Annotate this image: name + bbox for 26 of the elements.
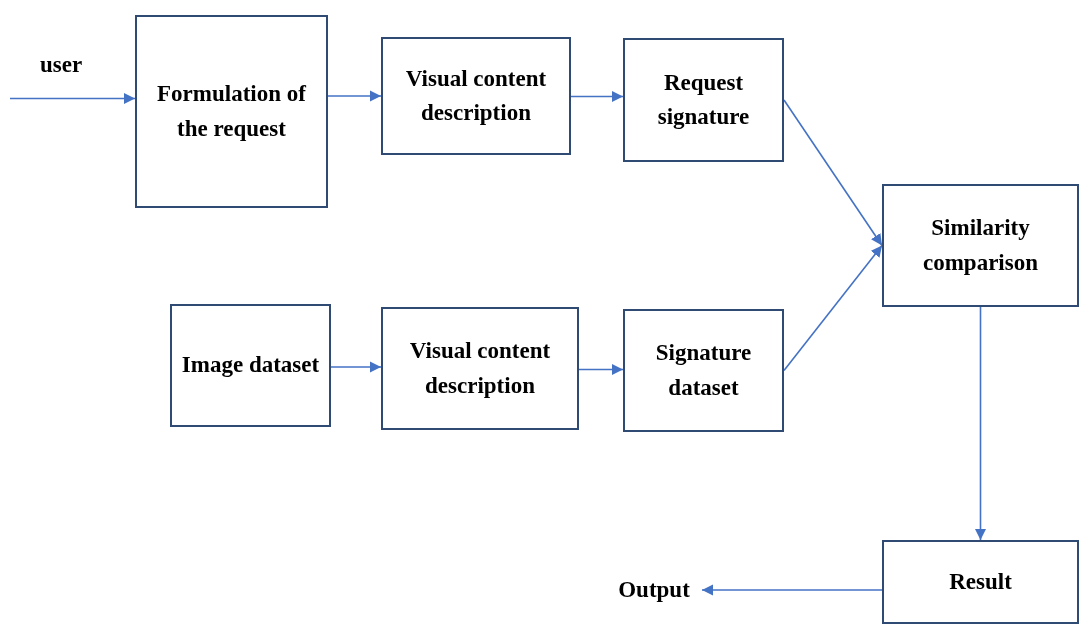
box-text: Formulation of the request (156, 80, 307, 143)
box-text: Visual content description (404, 64, 548, 127)
output-label: Output (618, 575, 690, 604)
process-box (882, 184, 1079, 307)
box-text: Result (949, 567, 1012, 596)
arrow (330, 361, 382, 373)
box-text: Similarity comparison (922, 214, 1039, 277)
arrow (570, 90, 624, 103)
process-box (170, 304, 331, 427)
arrow (701, 584, 883, 596)
arrow (783, 244, 883, 372)
process-box (135, 15, 328, 208)
arrow (578, 363, 624, 376)
process-box (381, 307, 579, 430)
process-box (623, 38, 784, 162)
arrow (327, 90, 382, 102)
box-text: Image dataset (181, 351, 320, 380)
box-text: Visual content description (408, 337, 552, 400)
box-text: Signature dataset (654, 339, 753, 402)
arrow (783, 99, 883, 247)
arrow (9, 92, 136, 105)
process-box (882, 540, 1079, 624)
arrow (974, 306, 987, 541)
process-box (381, 37, 571, 155)
process-box (623, 309, 784, 432)
box-text: Request signature (656, 68, 751, 131)
